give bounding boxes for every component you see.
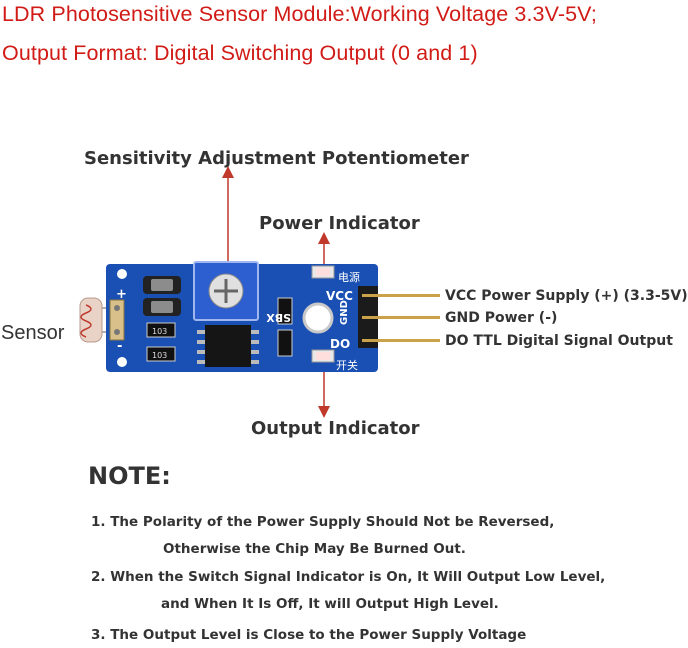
- note-item-2b: and When It Is Off, It will Output High …: [161, 596, 499, 612]
- switch-cn-silk: 开关: [336, 358, 358, 372]
- title-line-2: Output Format: Digital Switching Output …: [2, 41, 478, 65]
- plus-silk: +: [116, 287, 127, 302]
- potentiometer-label: Sensitivity Adjustment Potentiometer: [84, 148, 469, 169]
- svg-text:103: 103: [152, 327, 167, 336]
- note-item-1a: 1. The Polarity of the Power Supply Shou…: [91, 514, 555, 530]
- vcc-pin-label: VCC Power Supply (+) (3.3-5V): [445, 288, 688, 304]
- svg-text:103: 103: [152, 351, 167, 360]
- output-indicator-label: Output Indicator: [251, 418, 420, 439]
- note-item-2a: 2. When the Switch Signal Indicator is O…: [91, 569, 606, 585]
- vcc-silk: VCC: [326, 289, 353, 303]
- note-item-3: 3. The Output Level is Close to the Powe…: [91, 627, 527, 643]
- comparator-ic: [197, 325, 259, 367]
- do-pin-label: DO TTL Digital Signal Output: [445, 333, 673, 349]
- power-cn-silk: 电源: [338, 270, 360, 284]
- capacitors: [143, 276, 181, 316]
- note-item-1b: Otherwise the Chip May Be Burned Out.: [163, 541, 466, 557]
- title-line-1: LDR Photosensitive Sensor Module:Working…: [2, 2, 597, 26]
- gnd-pin-label: GND Power (-): [445, 310, 558, 326]
- minus-silk: -: [117, 339, 122, 354]
- resistors: 103 103: [146, 297, 293, 362]
- pcb-board: + - 103 103: [106, 261, 378, 372]
- do-silk: DO: [330, 337, 350, 351]
- power-indicator-label: Power Indicator: [259, 213, 420, 234]
- sensor-label: Sensor: [1, 322, 65, 344]
- potentiometer: [193, 261, 259, 321]
- sbx-silk: SBX: [266, 311, 291, 324]
- note-heading: NOTE:: [88, 462, 171, 490]
- pin-header: [358, 286, 440, 348]
- gnd-silk: GND: [339, 300, 350, 325]
